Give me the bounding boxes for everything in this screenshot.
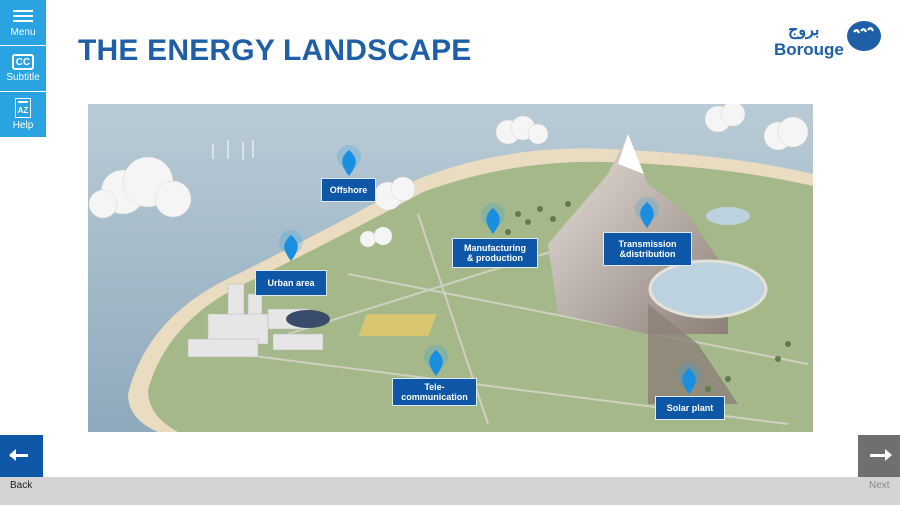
telecommunication-label-line1: Tele-	[424, 382, 445, 392]
urban-area-hotspot-button[interactable]: Urban area	[255, 270, 327, 296]
solar-plant-pin-icon[interactable]	[676, 362, 702, 398]
manufacturing-hotspot-button[interactable]: Manufacturing & production	[452, 238, 538, 268]
next-label: Next	[869, 480, 890, 491]
solar-plant-label: Solar plant	[666, 403, 714, 413]
urban-area-label: Urban area	[267, 278, 315, 288]
menu-button[interactable]: Menu	[0, 0, 46, 46]
telecommunication-pin-icon[interactable]	[423, 344, 449, 380]
urban-area-pin-icon[interactable]	[278, 229, 304, 265]
offshore-label: Offshore	[329, 185, 368, 195]
logo-mark-icon	[847, 21, 881, 51]
subtitle-label: Subtitle	[6, 72, 40, 83]
closed-caption-icon: CC	[12, 54, 34, 70]
arrow-left-icon	[10, 454, 28, 457]
manufacturing-pin-icon[interactable]	[480, 202, 506, 238]
telecommunication-hotspot-button[interactable]: Tele- communication	[392, 378, 477, 406]
footer-bar	[0, 477, 900, 505]
help-label: Help	[12, 120, 34, 131]
logo-arabic-text: بروج	[788, 22, 820, 39]
landscape-map-graphic	[88, 104, 813, 432]
side-nav: Menu CC Subtitle AZ Help	[0, 0, 46, 138]
arrow-right-head-icon	[885, 449, 892, 461]
manufacturing-label-line2: & production	[467, 253, 523, 263]
offshore-hotspot-button[interactable]: Offshore	[321, 178, 376, 202]
next-button[interactable]	[858, 435, 900, 477]
manufacturing-label-line1: Manufacturing	[464, 243, 526, 253]
logo-latin-text: Borouge	[774, 40, 844, 59]
back-button[interactable]	[0, 435, 43, 477]
help-button[interactable]: AZ Help	[0, 92, 46, 138]
page-title: THE ENERGY LANDSCAPE	[78, 34, 472, 67]
subtitle-button[interactable]: CC Subtitle	[0, 46, 46, 92]
transmission-label-line2: &distribution	[619, 249, 676, 259]
hamburger-icon	[13, 7, 33, 25]
offshore-pin-icon[interactable]	[336, 144, 362, 180]
back-label: Back	[10, 480, 33, 491]
borouge-logo: بروج Borouge	[760, 18, 890, 68]
transmission-hotspot-button[interactable]: Transmission &distribution	[603, 232, 692, 266]
telecommunication-label-line2: communication	[401, 392, 468, 402]
energy-landscape-illustration: Offshore Urban area Manufacturing & prod…	[88, 104, 813, 432]
arrow-left-head-icon	[9, 449, 16, 461]
glossary-icon: AZ	[15, 98, 31, 118]
menu-label: Menu	[10, 27, 36, 38]
transmission-pin-icon[interactable]	[634, 196, 660, 232]
solar-plant-hotspot-button[interactable]: Solar plant	[655, 396, 725, 420]
transmission-label-line1: Transmission	[618, 239, 677, 249]
arrow-right-icon	[870, 454, 888, 457]
